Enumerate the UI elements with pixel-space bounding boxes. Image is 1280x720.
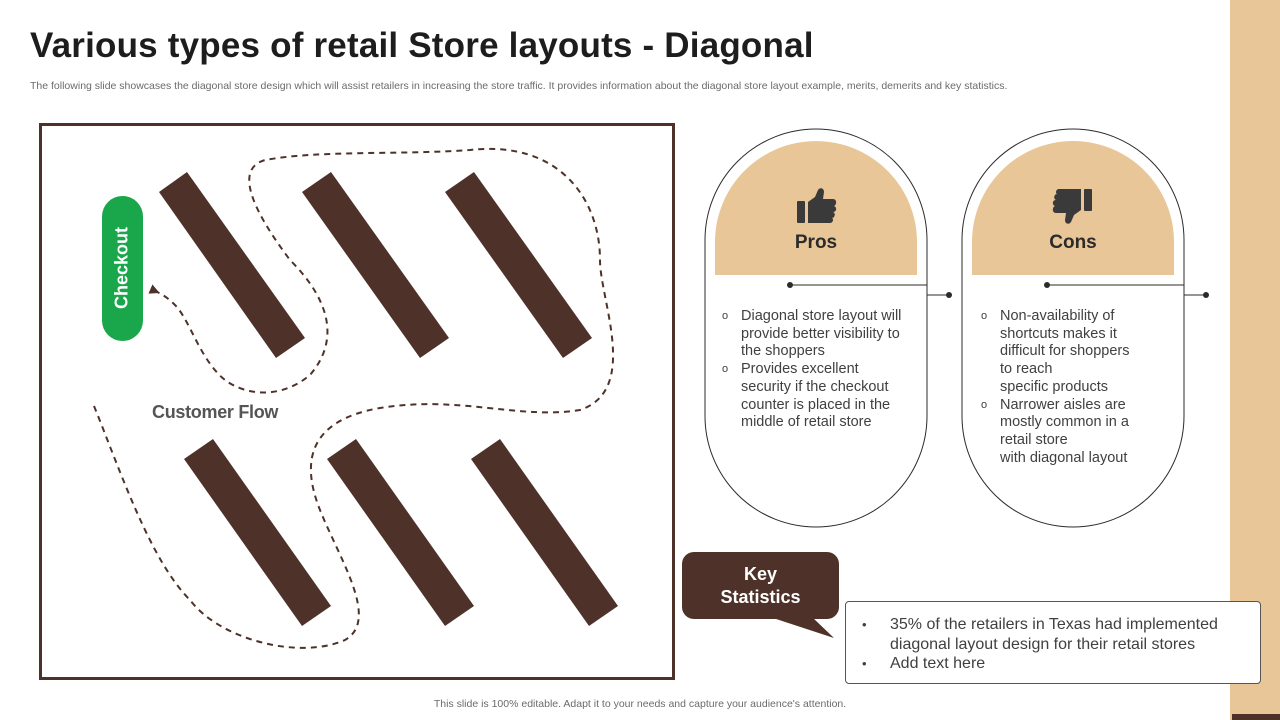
customer-flow-path-bottom: [93, 147, 614, 649]
cons-connector-dot: [1044, 282, 1050, 288]
cons-item: Non-availability of shortcuts makes it d…: [981, 308, 1181, 397]
checkout-counter: [102, 196, 143, 341]
key-statistics-label: Key Statistics: [720, 563, 801, 607]
pros-item: Provides excellent security if the check…: [722, 361, 922, 432]
thumbs-up-icon: [797, 188, 837, 223]
key-statistics-item: Add text here: [862, 654, 1222, 674]
shelf-bottom-3: [471, 439, 618, 626]
cons-list: Non-availability of shortcuts makes it d…: [981, 308, 1181, 467]
key-statistics-item: 35% of the retailers in Texas had implem…: [862, 615, 1222, 654]
cons-side-dot: [1203, 292, 1209, 298]
slide-title: Various types of retail Store layouts - …: [30, 26, 814, 65]
slide-subtitle: The following slide showcases the diagon…: [30, 80, 1008, 92]
thumbs-down-icon: [1052, 189, 1092, 224]
shelf-top-3: [445, 172, 592, 358]
cons-item: Narrower aisles are mostly common in a r…: [981, 397, 1181, 468]
key-statistics-bubble: Key Statistics: [682, 552, 839, 619]
pros-connector-dot: [787, 282, 793, 288]
pros-title: Pros: [794, 232, 838, 253]
accent-side-bar-tick: [1232, 714, 1280, 720]
slide-footer: This slide is 100% editable. Adapt it to…: [433, 698, 847, 710]
cons-side-connector: [1183, 294, 1206, 305]
key-statistics-box: 35% of the retailers in Texas had implem…: [845, 601, 1261, 684]
cons-title: Cons: [1049, 232, 1097, 253]
shelf-top-1: [159, 172, 305, 358]
shelf-bottom-1: [184, 439, 331, 626]
pros-side-dot: [946, 292, 952, 298]
customer-flow-label: Customer Flow: [152, 402, 279, 422]
pros-list: Diagonal store layout will provide bette…: [722, 308, 922, 432]
accent-side-bar: [1230, 0, 1280, 720]
key-statistics-list: 35% of the retailers in Texas had implem…: [862, 615, 1222, 674]
shelf-top-2: [302, 172, 449, 358]
pros-item: Diagonal store layout will provide bette…: [722, 308, 922, 361]
shelf-bottom-2: [327, 439, 474, 626]
pros-side-connector: [926, 294, 949, 305]
